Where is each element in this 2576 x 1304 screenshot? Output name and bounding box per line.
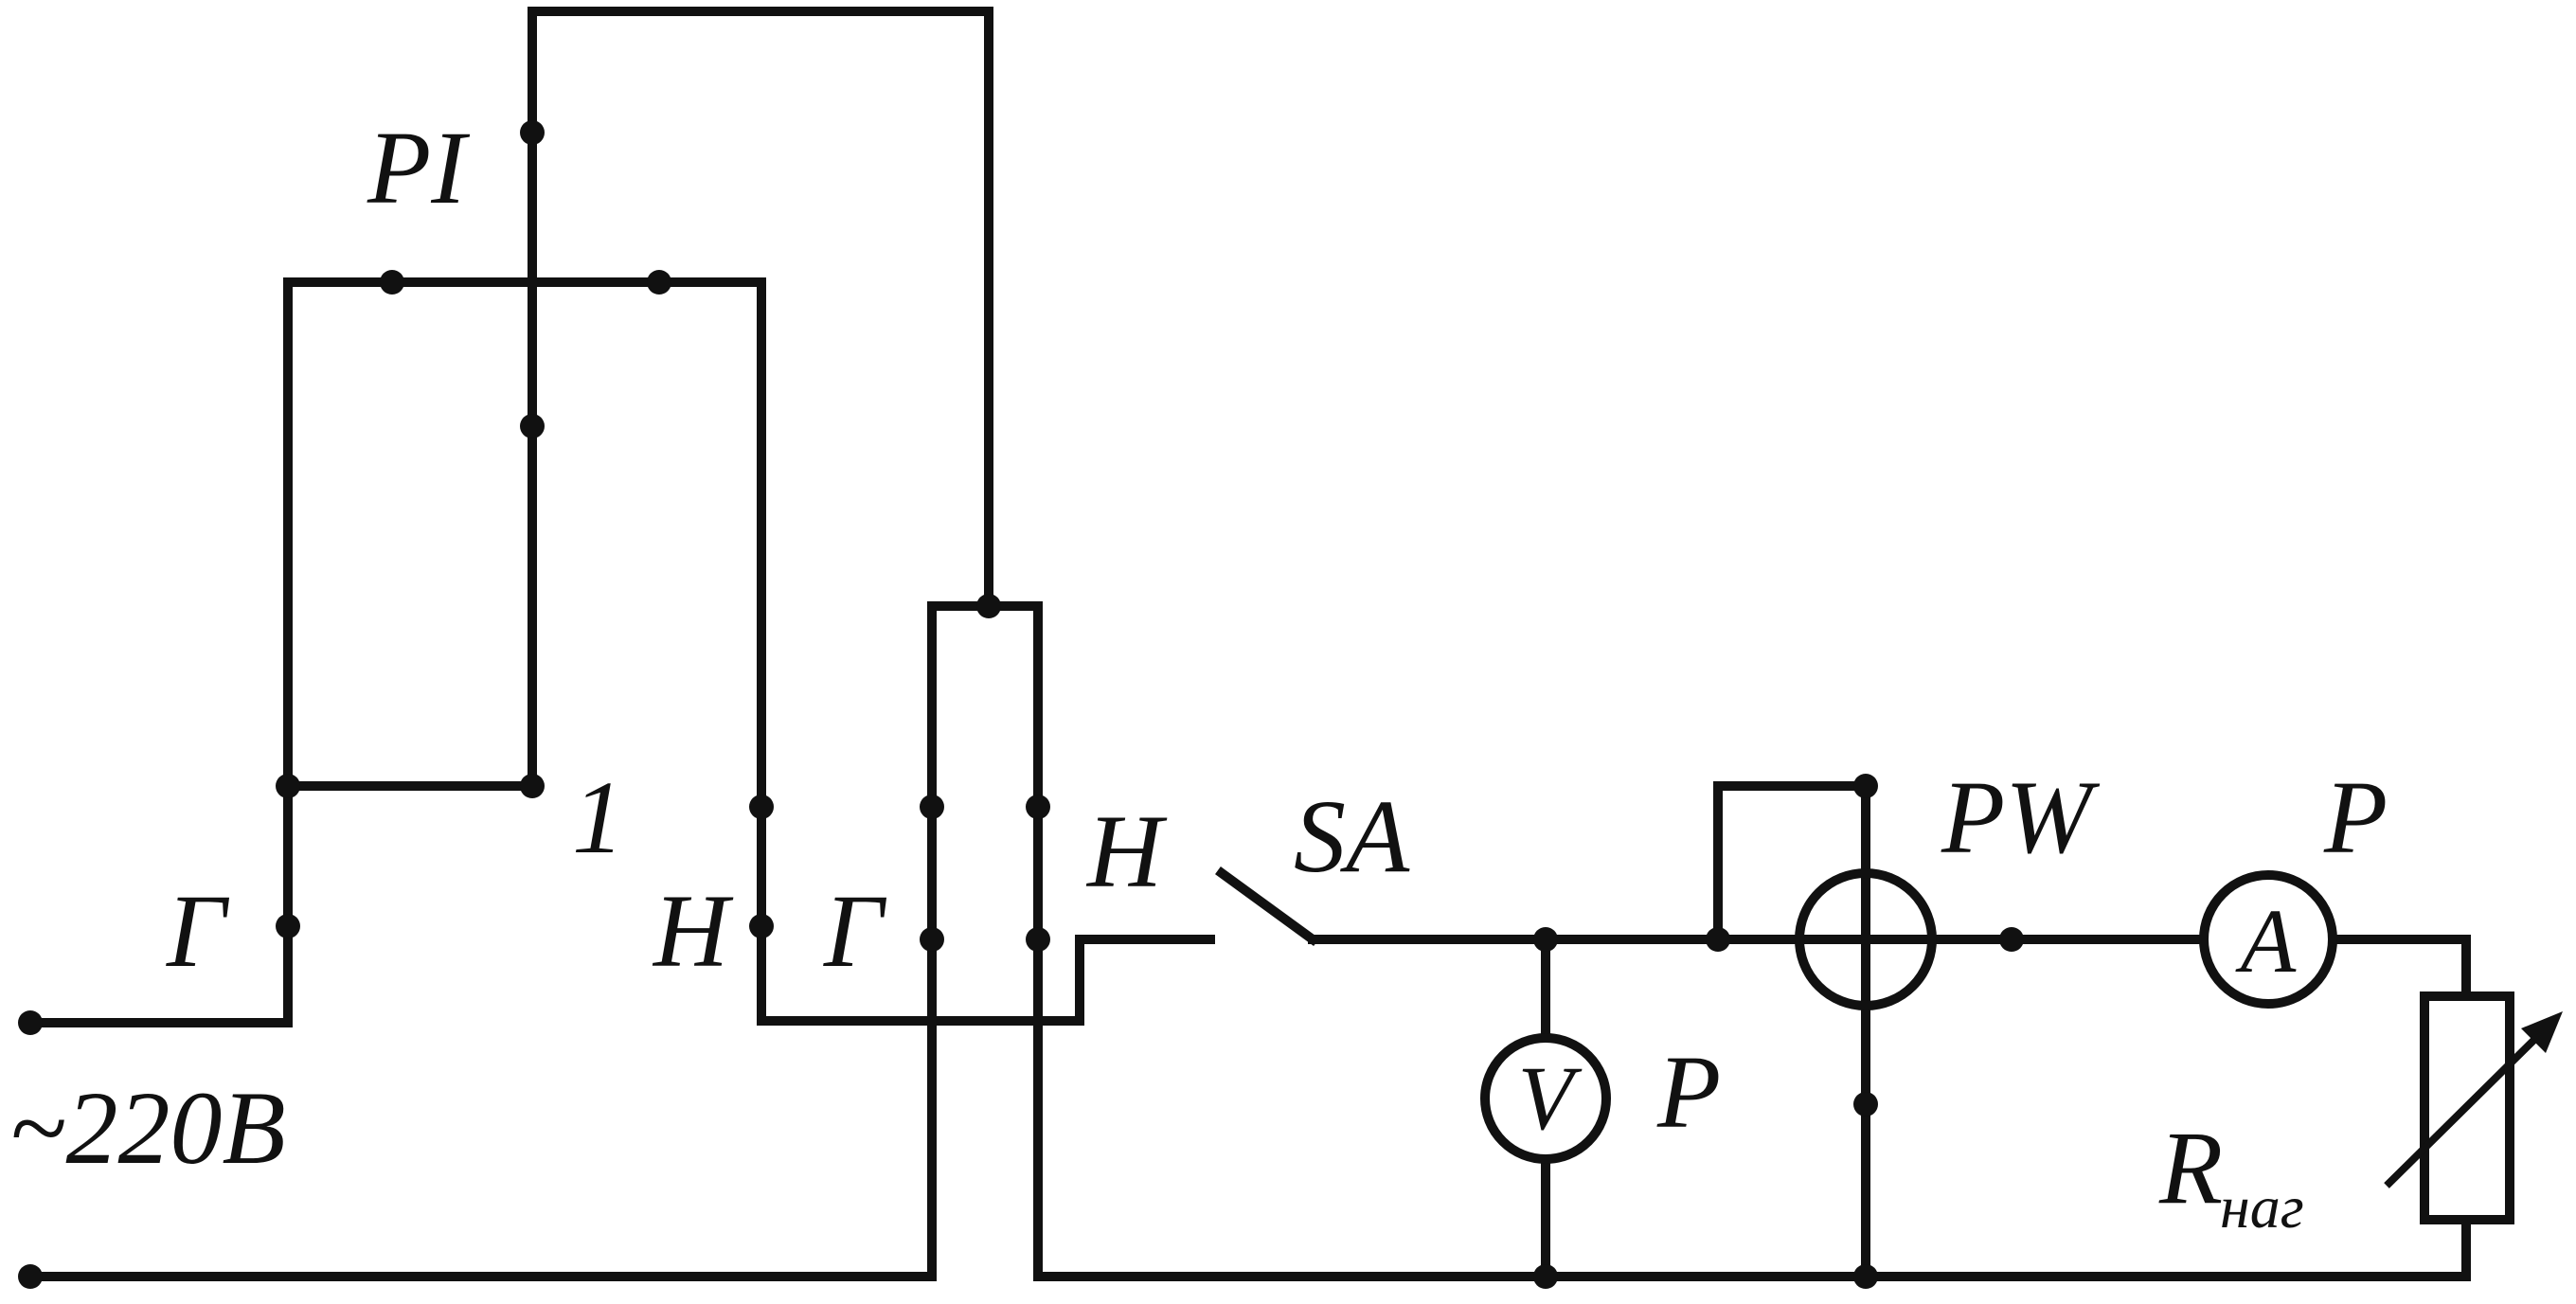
- label-r-subscript: наг: [2220, 1173, 2304, 1241]
- label-g-mid: Г: [823, 873, 887, 989]
- label-terminal-1: 1: [572, 759, 624, 875]
- resistor-arrow-head: [2521, 1011, 2563, 1053]
- label-h-mid: Н: [652, 873, 734, 989]
- resistor-adjust-arrow: [2384, 1027, 2547, 1188]
- load-resistor: [2384, 991, 2563, 1224]
- label-p-voltmeter: P: [1656, 1034, 1721, 1150]
- junction-dot: [520, 120, 545, 145]
- label-pw: PW: [1941, 759, 2100, 875]
- junction-dot: [920, 795, 944, 819]
- voltmeter-symbol: V: [1518, 1047, 1583, 1149]
- junction-dot: [1533, 1264, 1558, 1289]
- ammeter-circle: [2199, 870, 2337, 1009]
- wire-left-coil: [283, 277, 1215, 1026]
- ammeter: A: [2199, 870, 2337, 1009]
- junction-dot: [1026, 927, 1050, 952]
- junction-dot: [1999, 927, 2024, 952]
- label-g-left: Г: [166, 873, 230, 989]
- wattmeter: [1795, 868, 1937, 1010]
- label-r-main: R: [2158, 1110, 2223, 1225]
- label-supply: ~220В: [9, 1070, 286, 1186]
- junction-dot: [1853, 1264, 1878, 1289]
- junction-dot: [380, 270, 404, 295]
- junction-dot: [749, 914, 774, 938]
- junction-dot: [520, 774, 545, 798]
- wire-supply-top: [26, 781, 293, 1027]
- wire-pi-vertical: [528, 7, 993, 791]
- junction-dot: [976, 594, 1001, 618]
- junction-dot: [276, 774, 300, 798]
- label-sa: SA: [1294, 778, 1410, 894]
- wire-return-bottom: [1033, 1215, 2471, 1281]
- voltmeter: V: [1480, 1033, 1611, 1164]
- junction-dot: [749, 795, 774, 819]
- wattmeter-circle: [1795, 868, 1937, 1010]
- junction-dot: [1533, 927, 1558, 952]
- label-p-ammeter: P: [2323, 759, 2388, 875]
- wire-inner-box: [927, 601, 1043, 1281]
- voltmeter-circle: [1480, 1033, 1611, 1164]
- supply-terminal-bottom: [18, 1264, 43, 1289]
- labels: PI 1 Г Н Г Н SA PW P P ~220В R наг: [9, 110, 2388, 1241]
- switch-sa-blade: [1215, 866, 1319, 946]
- junction-dot: [520, 414, 545, 438]
- label-h-right: Н: [1085, 794, 1168, 909]
- junction-dot: [276, 914, 300, 938]
- label-pi: PI: [367, 110, 470, 225]
- junction-dot: [1853, 774, 1878, 798]
- ammeter-symbol: A: [2235, 890, 2297, 991]
- supply-terminal-top: [18, 1010, 43, 1035]
- wire-wattmeter-loop: [1713, 781, 1870, 1281]
- wire-ammeter-out: [2331, 935, 2471, 1001]
- junction-dots: [18, 120, 2024, 1289]
- junction-dot: [647, 270, 671, 295]
- junction-dot: [1706, 927, 1730, 952]
- junction-dot: [1853, 1092, 1878, 1116]
- junction-dot: [1026, 795, 1050, 819]
- junction-dot: [920, 927, 944, 952]
